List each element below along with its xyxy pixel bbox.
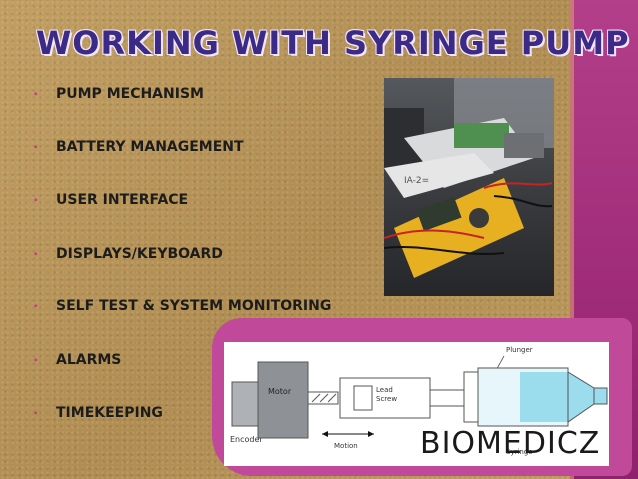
diagram-frame: Encoder Motor Lead Screw Motion Plunger <box>212 318 632 476</box>
bullet-text: ALARMS <box>56 352 122 368</box>
syringe-pump-diagram: Encoder Motor Lead Screw Motion Plunger <box>224 342 609 466</box>
bullet-icon: ▪ <box>34 89 38 100</box>
motor-block <box>257 361 309 439</box>
bullet-text: USER INTERFACE <box>56 192 189 208</box>
svg-text:IA-2=: IA-2= <box>404 176 429 186</box>
bullet-icon: ▪ <box>34 301 38 312</box>
motion-label: Motion <box>334 442 358 450</box>
watermark-logo: BIOMEDICZ <box>420 426 601 461</box>
bullet-icon: ▪ <box>34 249 38 260</box>
bullet-text: SELF TEST & SYSTEM MONITORING <box>56 298 332 314</box>
bullet-icon: ▪ <box>34 142 38 153</box>
bullet-text: DISPLAYS/KEYBOARD <box>56 246 223 262</box>
encoder-label: Encoder <box>230 435 263 444</box>
syringe-label: Syringe <box>506 448 533 456</box>
plunger-head <box>463 371 479 423</box>
encoder-block <box>231 381 259 427</box>
syringe-tip <box>567 371 595 423</box>
lead-screw-label-1: Lead <box>376 386 393 394</box>
bullet-text: TIMEKEEPING <box>56 405 163 421</box>
slide-title: WORKING WITH SYRINGE PUMP <box>36 24 630 62</box>
bullet-text: BATTERY MANAGEMENT <box>56 139 244 155</box>
bullet-icon: ▪ <box>34 195 38 206</box>
motor-label: Motor <box>268 387 292 396</box>
bullet-text: PUMP MECHANISM <box>56 86 204 102</box>
lead-screw-label-2: Screw <box>376 395 397 403</box>
lab-photo-image: IA-2= <box>384 78 554 296</box>
pump-mechanism-diagram: Encoder Motor Lead Screw Motion Plunger <box>230 346 608 456</box>
lab-photo: IA-2= <box>384 78 554 296</box>
bullet-icon: ▪ <box>34 355 38 366</box>
bullet-icon: ▪ <box>34 408 38 419</box>
plunger-label: Plunger <box>506 346 533 354</box>
plunger-rod <box>429 389 465 407</box>
coupling <box>307 391 339 405</box>
